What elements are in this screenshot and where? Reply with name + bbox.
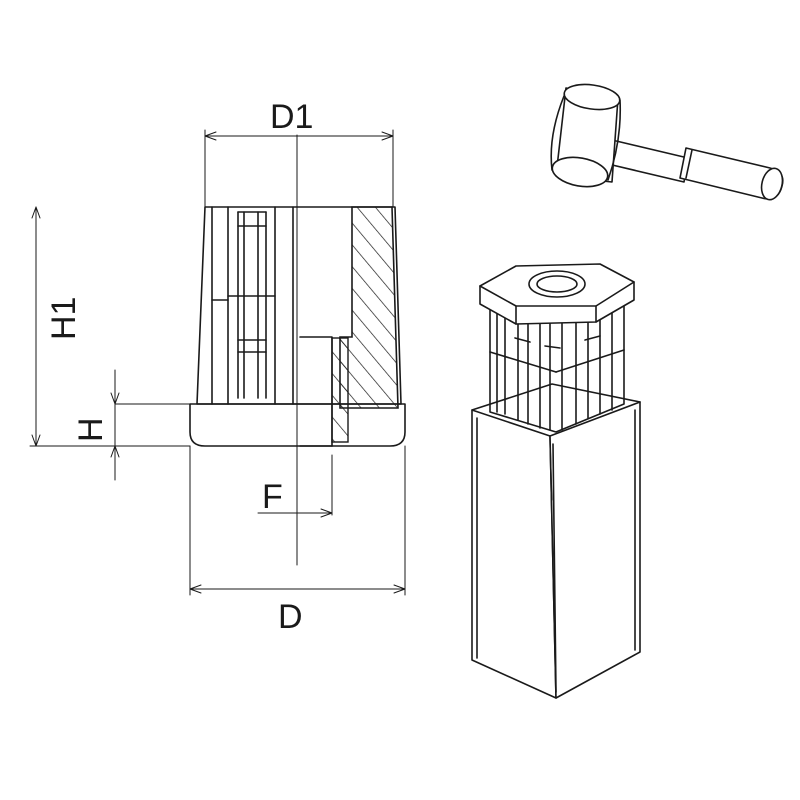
dimension-h bbox=[110, 369, 198, 481]
cap-ribs-3d bbox=[489, 299, 625, 433]
cap-section-view: D1 H1 H F bbox=[29, 98, 406, 636]
insert-hatch bbox=[331, 337, 349, 443]
label-f: F bbox=[262, 478, 283, 516]
dimension-d bbox=[189, 445, 406, 596]
dimension-d1 bbox=[204, 129, 394, 208]
hatched-wall bbox=[339, 206, 399, 409]
square-tube-3d bbox=[471, 383, 641, 699]
dimension-h1 bbox=[29, 206, 191, 447]
label-h1: H1 bbox=[45, 297, 83, 340]
dimension-f bbox=[257, 454, 333, 518]
label-d: D bbox=[278, 598, 303, 636]
tube-assembly bbox=[471, 263, 641, 699]
inner-bore bbox=[299, 336, 333, 447]
mallet-icon bbox=[550, 83, 784, 201]
cap-flange bbox=[189, 403, 406, 447]
label-h: H bbox=[72, 417, 110, 442]
cap-top-3d bbox=[479, 263, 635, 325]
label-d1: D1 bbox=[270, 98, 313, 136]
rib-lines bbox=[211, 206, 294, 405]
